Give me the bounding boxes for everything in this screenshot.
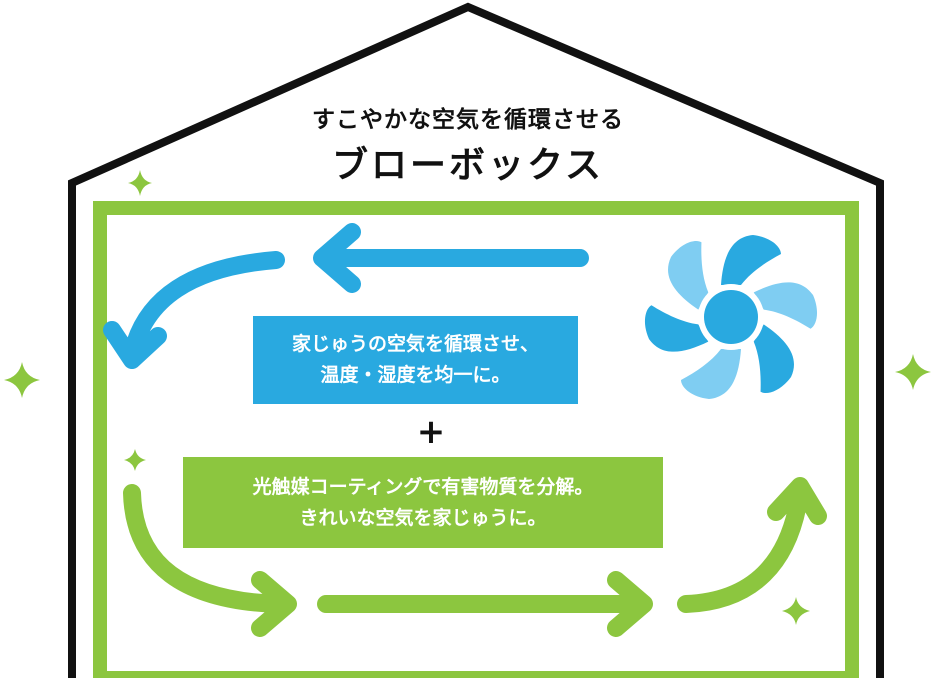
sparkle-icon: [782, 597, 810, 625]
fan-hub: [704, 290, 758, 344]
plus-sign: +: [416, 412, 446, 452]
photocatalyst-description-box: 光触媒コーティングで有害物質を分解。 きれいな空気を家じゅうに。: [183, 457, 663, 548]
arrow-curve-up: [677, 477, 827, 613]
arrow-curve-right: [123, 484, 297, 637]
arrow-left: [313, 223, 589, 293]
photocatalyst-line-1: 光触媒コーティングで有害物質を分解。: [252, 475, 594, 498]
photocatalyst-line-2: きれいな空気を家じゅうに。: [299, 506, 547, 529]
house-outline: [68, 2, 884, 678]
room-frame: [93, 201, 859, 678]
sparkles: [4, 170, 931, 625]
arrow-curve-down: [103, 251, 285, 369]
fan-icon: [644, 235, 818, 399]
green-circulation-arrows: [123, 477, 827, 637]
circulation-description-box: 家じゅうの空気を循環させ、 温度・湿度を均一に。: [253, 316, 578, 404]
arrow-right: [317, 571, 653, 637]
blue-circulation-arrows: [103, 223, 589, 369]
sparkle-icon: [128, 170, 152, 196]
sparkle-icon: [124, 449, 146, 471]
sparkle-icon: [4, 362, 40, 398]
circulation-line-1: 家じゅうの空気を循環させ、: [291, 333, 539, 355]
product-title: ブローボックス: [332, 145, 604, 186]
circulation-line-2: 温度・湿度を均一に。: [320, 364, 511, 386]
subtitle: すこやかな空気を循環させる: [312, 107, 624, 133]
sparkle-icon: [895, 354, 931, 390]
